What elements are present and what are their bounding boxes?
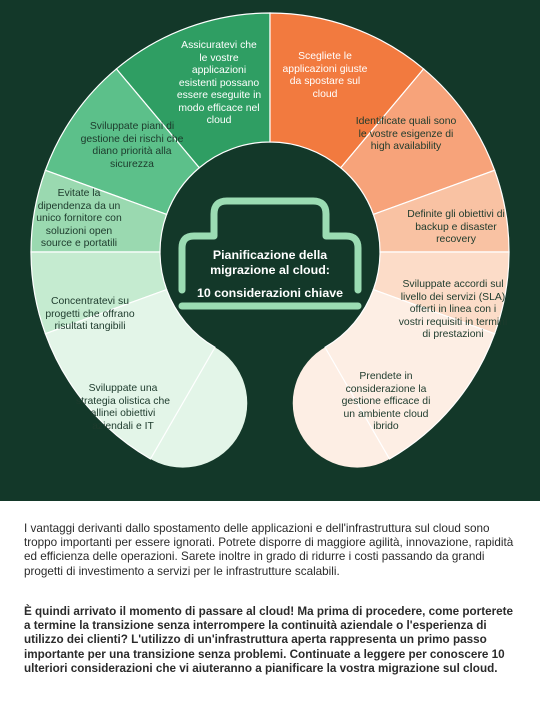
center-subtitle: 10 considerazioni chiave bbox=[197, 286, 343, 300]
segment-label-5: Sviluppate una strategia olistica che al… bbox=[75, 383, 171, 432]
segment-label-1: Assicuratevi che le vostre applicazioni … bbox=[176, 40, 262, 126]
segment-10 bbox=[324, 288, 496, 460]
segment-label-8: Definite gli obiettivi di backup e disas… bbox=[407, 209, 505, 245]
horseshoe-diagram bbox=[30, 12, 510, 468]
segment-label-4: Concentratevi su progetti che offrano ri… bbox=[45, 296, 135, 332]
segment-label-9: Sviluppate accordi sul livello dei servi… bbox=[398, 279, 508, 340]
intro-paragraph: I vantaggi derivanti dallo spostamento d… bbox=[24, 522, 514, 578]
cloud-outline-icon bbox=[178, 197, 362, 294]
segment-label-2: Sviluppate piani di gestione dei rischi … bbox=[80, 121, 184, 170]
segment-label-10: Prendete in considerazione la gestione e… bbox=[341, 371, 431, 432]
center-title: Pianificazione della migrazione al cloud… bbox=[210, 248, 330, 277]
segment-label-7: Identificate quali sono le vostre esigen… bbox=[355, 116, 457, 152]
segment-5 bbox=[44, 288, 216, 460]
emphasis-paragraph: È quindi arrivato il momento di passare … bbox=[24, 605, 514, 675]
segment-label-3: Evitate la dipendenza da un unico fornit… bbox=[36, 188, 122, 249]
segment-label-6: Scegliete le applicazioni giuste da spos… bbox=[282, 51, 368, 100]
